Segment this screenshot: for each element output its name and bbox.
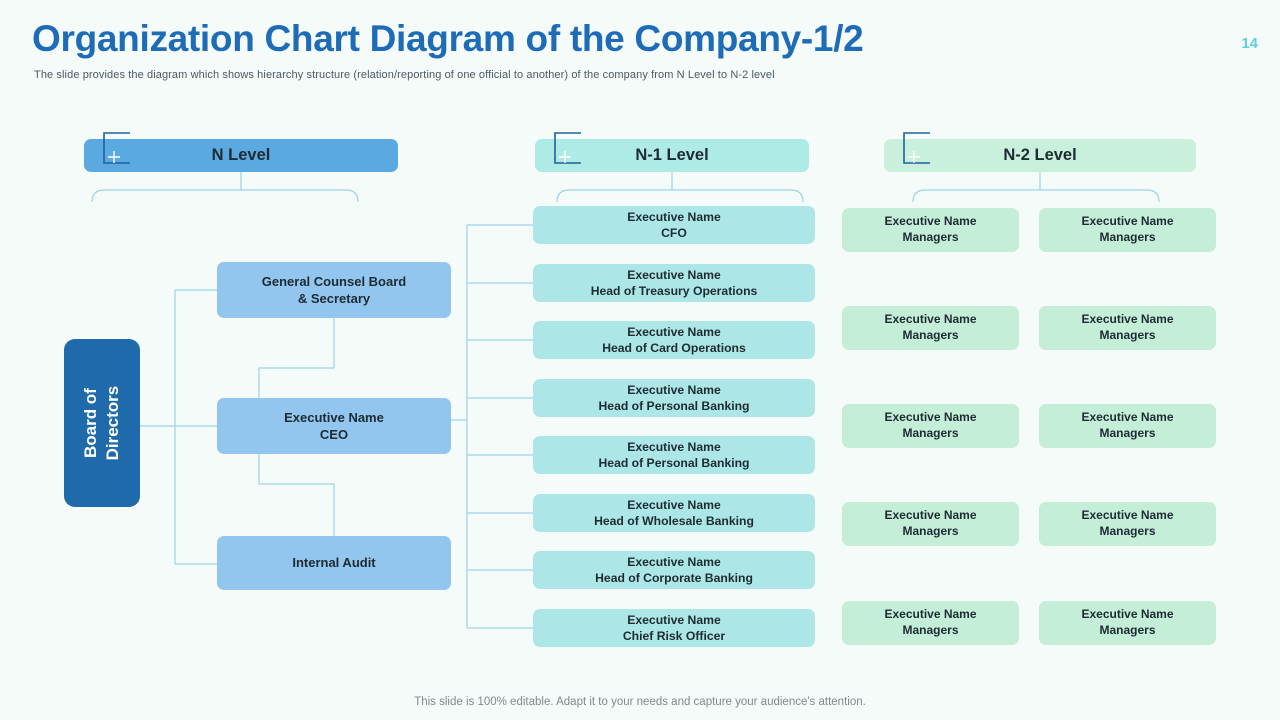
level-header-n2[interactable]: N-2 Level xyxy=(884,132,1196,172)
node-line1: Executive Name xyxy=(627,497,721,512)
n1-level-node-treasury-operations[interactable]: Executive Name Head of Treasury Operatio… xyxy=(533,264,815,302)
n-level-node-ceo[interactable]: Executive Name CEO xyxy=(217,398,451,454)
corner-bracket-icon xyxy=(554,132,581,164)
board-of-directors-line1: Board of xyxy=(80,388,100,458)
node-line1: Executive Name xyxy=(284,409,384,425)
corner-bracket-icon xyxy=(903,132,930,164)
level-header-n[interactable]: N Level xyxy=(84,132,398,172)
page-title: Organization Chart Diagram of the Compan… xyxy=(32,18,864,59)
node-line2: Head of Wholesale Banking xyxy=(594,514,754,528)
node-line1: General Counsel Board xyxy=(261,273,407,289)
node-line2: Managers xyxy=(902,328,959,342)
node-line1: Executive Name xyxy=(627,209,721,224)
node-line1: Executive Name xyxy=(1081,508,1174,523)
node-line1: Executive Name xyxy=(884,410,977,425)
n1-level-node-cfo[interactable]: Executive Name CFO xyxy=(533,206,815,244)
n2-level-node-manager-5[interactable]: Executive Name Managers xyxy=(842,404,1019,448)
n1-level-node-chief-risk-officer[interactable]: Executive Name Chief Risk Officer xyxy=(533,609,815,647)
n2-level-node-manager-3[interactable]: Executive Name Managers xyxy=(842,306,1019,350)
node-line1: Executive Name xyxy=(1081,607,1174,622)
node-line2: Head of Personal Banking xyxy=(598,456,750,470)
node-line2: Managers xyxy=(1099,623,1156,637)
level-header-n1-label: N-1 Level xyxy=(635,145,709,164)
node-line1: Internal Audit xyxy=(292,555,376,571)
n1-level-node-corporate-banking[interactable]: Executive Name Head of Corporate Banking xyxy=(533,551,815,589)
node-line1: Executive Name xyxy=(627,382,721,397)
node-line1: Executive Name xyxy=(627,439,721,454)
n2-level-node-manager-6[interactable]: Executive Name Managers xyxy=(1039,404,1216,448)
node-line2: Managers xyxy=(902,524,959,538)
node-line1: Executive Name xyxy=(627,554,721,569)
node-line1: Executive Name xyxy=(1081,410,1174,425)
node-line2: Chief Risk Officer xyxy=(622,629,726,643)
node-line2: Head of Corporate Banking xyxy=(595,571,753,585)
footer-note: This slide is 100% editable. Adapt it to… xyxy=(414,696,866,708)
n2-level-node-manager-1[interactable]: Executive Name Managers xyxy=(842,208,1019,252)
n2-level-node-manager-4[interactable]: Executive Name Managers xyxy=(1039,306,1216,350)
node-line2: Head of Card Operations xyxy=(602,341,746,355)
node-line2: Managers xyxy=(1099,328,1156,342)
n-level-node-internal-audit[interactable]: Internal Audit xyxy=(217,536,451,590)
n2-level-node-manager-8[interactable]: Executive Name Managers xyxy=(1039,502,1216,546)
node-line2: CFO xyxy=(661,226,687,240)
n2-level-node-manager-10[interactable]: Executive Name Managers xyxy=(1039,601,1216,645)
node-line2: Managers xyxy=(1099,230,1156,244)
node-line1: Executive Name xyxy=(627,612,721,627)
node-line2: Managers xyxy=(1099,426,1156,440)
page-subtitle: The slide provides the diagram which sho… xyxy=(34,69,775,81)
n1-level-node-personal-banking-1[interactable]: Executive Name Head of Personal Banking xyxy=(533,379,815,417)
node-line1: Executive Name xyxy=(884,607,977,622)
node-line2: Head of Treasury Operations xyxy=(590,284,758,298)
level-header-n1[interactable]: N-1 Level xyxy=(535,132,809,172)
node-line2: Managers xyxy=(902,230,959,244)
node-line1: Executive Name xyxy=(627,267,721,282)
node-line2: Managers xyxy=(1099,524,1156,538)
n1-level-node-card-operations[interactable]: Executive Name Head of Card Operations xyxy=(533,321,815,359)
node-line1: Executive Name xyxy=(1081,214,1174,229)
board-of-directors-line2: Directors xyxy=(102,385,122,461)
n2-level-node-manager-9[interactable]: Executive Name Managers xyxy=(842,601,1019,645)
node-line1: Executive Name xyxy=(627,324,721,339)
node-line1: Executive Name xyxy=(884,214,977,229)
board-of-directors-node[interactable]: Board of Directors xyxy=(64,339,140,507)
corner-bracket-icon xyxy=(103,132,130,164)
page-number: 14 xyxy=(1241,35,1258,52)
node-line1: Executive Name xyxy=(1081,312,1174,327)
node-line2: & Secretary xyxy=(297,291,371,306)
node-line2: CEO xyxy=(319,427,349,442)
node-line1: Executive Name xyxy=(884,312,977,327)
n2-level-node-manager-7[interactable]: Executive Name Managers xyxy=(842,502,1019,546)
node-line2: Managers xyxy=(902,426,959,440)
n1-level-node-wholesale-banking[interactable]: Executive Name Head of Wholesale Banking xyxy=(533,494,815,532)
node-line2: Managers xyxy=(902,623,959,637)
n2-level-node-manager-2[interactable]: Executive Name Managers xyxy=(1039,208,1216,252)
node-line1: Executive Name xyxy=(884,508,977,523)
level-header-n-label: N Level xyxy=(211,145,271,164)
n-level-node-general-counsel[interactable]: General Counsel Board & Secretary xyxy=(217,262,451,318)
level-header-n2-label: N-2 Level xyxy=(1003,145,1077,164)
n1-level-node-personal-banking-2[interactable]: Executive Name Head of Personal Banking xyxy=(533,436,815,474)
node-line2: Head of Personal Banking xyxy=(598,399,750,413)
